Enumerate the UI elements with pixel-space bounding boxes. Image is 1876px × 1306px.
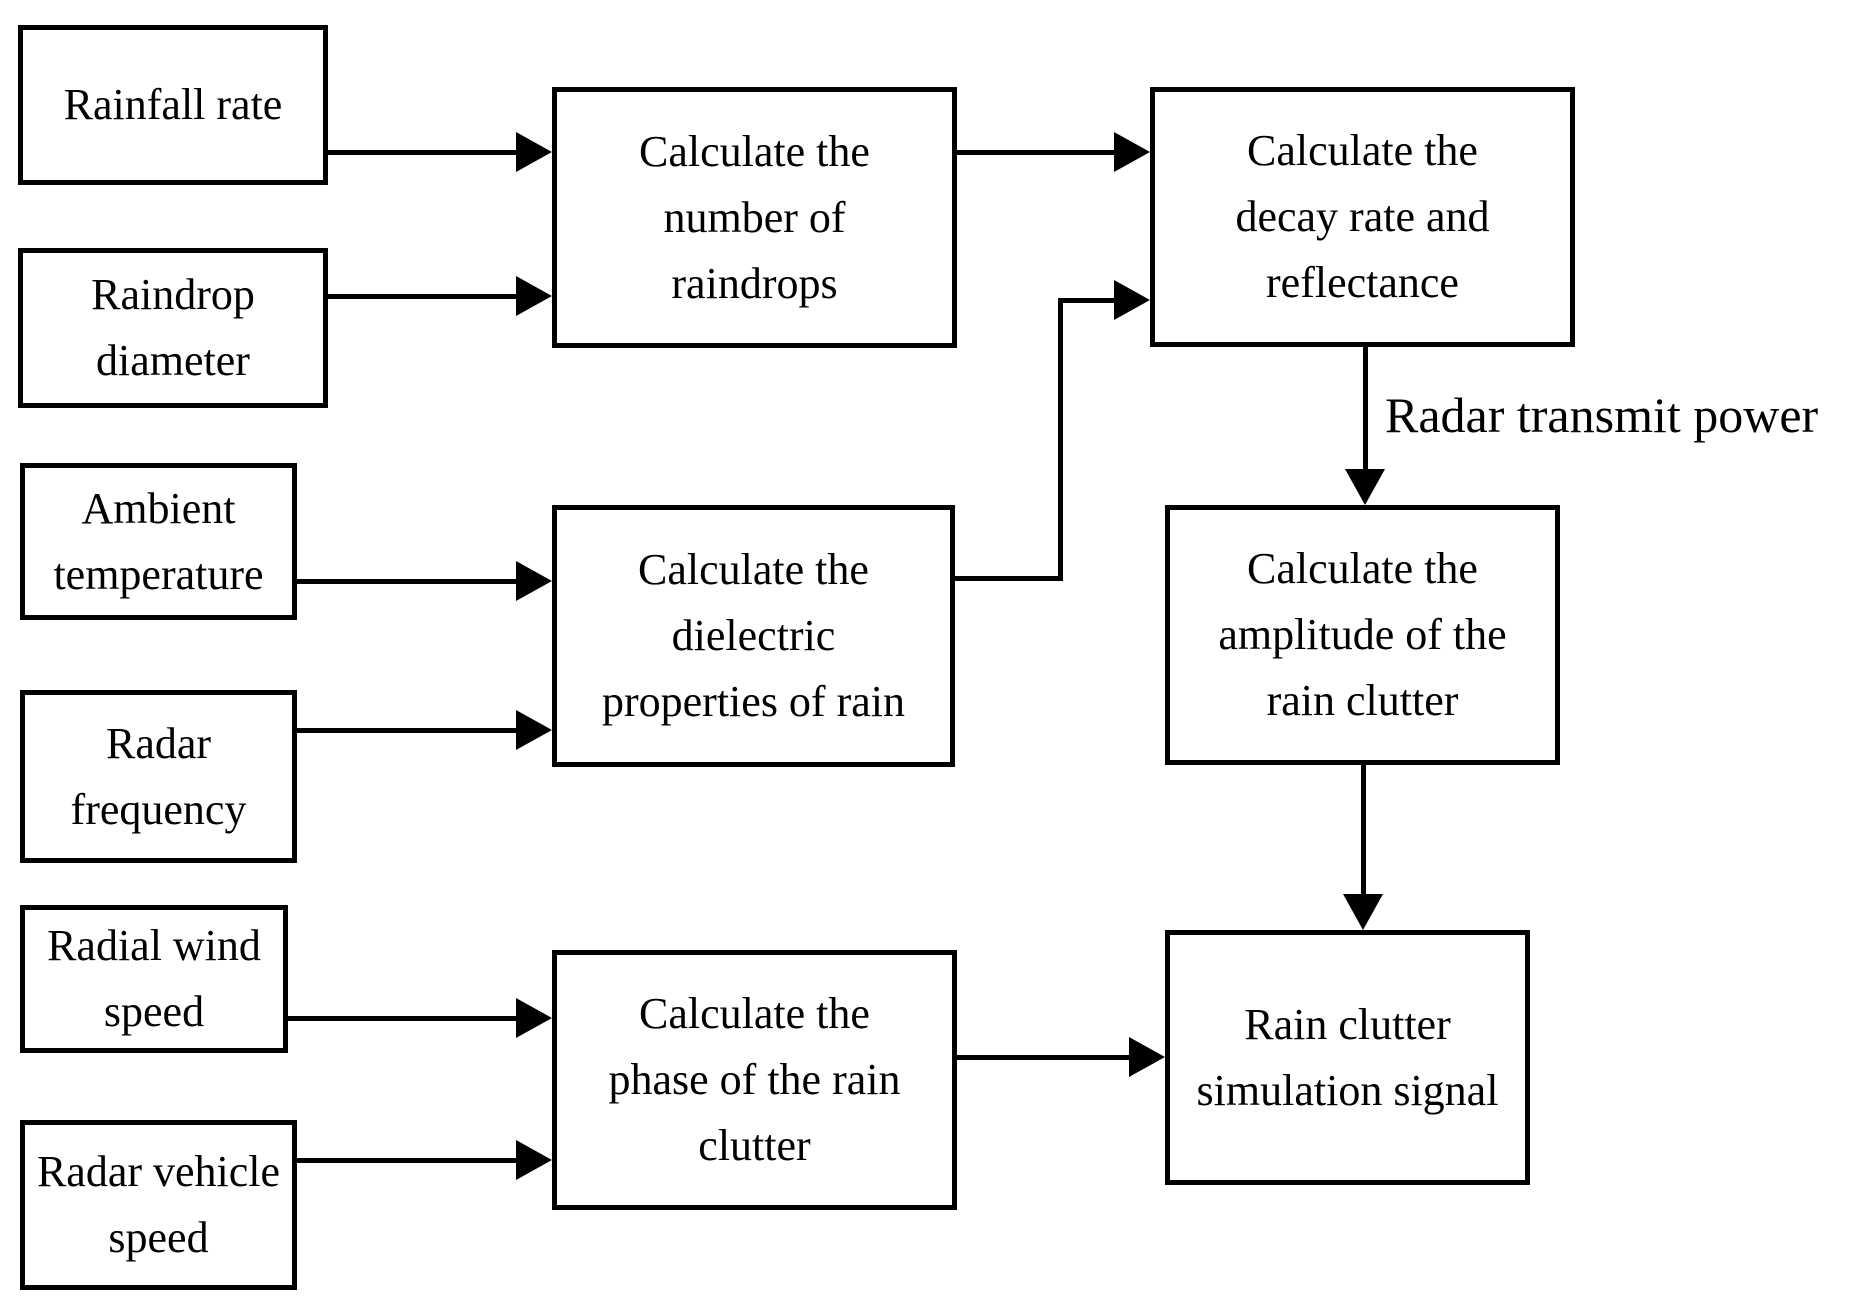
node-raindrop-diameter: Raindrop diameter [18, 248, 328, 408]
edge-label-radar-transmit-power: Radar transmit power [1385, 387, 1819, 443]
node-calc-phase-label: Calculate the phase of the rain clutter [608, 989, 901, 1170]
node-calc-dielectric: Calculate the dielectric properties of r… [552, 505, 955, 767]
node-calc-dielectric-label: Calculate the dielectric properties of r… [602, 545, 905, 726]
node-ambient-temperature: Ambient temperature [20, 463, 297, 620]
arrow-amplitude-to-signal-shaft [1361, 765, 1366, 898]
elbow-dielectric-to-decay-seg3 [1058, 298, 1116, 303]
elbow-dielectric-to-decay-head-icon [1114, 280, 1150, 320]
node-calc-number-raindrops: Calculate the number of raindrops [552, 87, 957, 348]
node-rain-clutter-signal-label: Rain clutter simulation signal [1196, 999, 1499, 1115]
node-calc-decay-reflectance: Calculate the decay rate and reflectance [1150, 87, 1575, 347]
node-radar-frequency: Radar frequency [20, 690, 297, 863]
arrow-amplitude-to-signal-head-icon [1343, 894, 1383, 930]
arrow-radarvehicle-to-phase-head-icon [516, 1140, 552, 1180]
node-calc-amplitude-label: Calculate the amplitude of the rain clut… [1218, 544, 1507, 725]
node-radar-vehicle-speed-label: Radar vehicle speed [36, 1147, 281, 1262]
arrow-radialwind-to-phase-shaft [288, 1016, 516, 1021]
node-radial-wind-speed: Radial wind speed [20, 905, 288, 1053]
arrow-ambient-to-dielectric-shaft [297, 579, 516, 584]
arrow-radarvehicle-to-phase-shaft [297, 1158, 516, 1163]
arrow-rainfall-to-number-head-icon [516, 132, 552, 172]
node-rain-clutter-signal: Rain clutter simulation signal [1165, 930, 1530, 1185]
elbow-dielectric-to-decay-seg2 [1058, 298, 1063, 581]
node-rainfall-rate-label: Rainfall rate [63, 80, 283, 129]
arrow-number-to-decay-head-icon [1114, 132, 1150, 172]
node-radar-frequency-label: Radar frequency [70, 718, 247, 834]
node-calc-phase: Calculate the phase of the rain clutter [552, 950, 957, 1210]
arrow-raindrop-to-number-head-icon [516, 276, 552, 316]
node-raindrop-diameter-label: Raindrop diameter [91, 270, 255, 385]
arrow-radialwind-to-phase-head-icon [516, 998, 552, 1038]
arrow-phase-to-signal-head-icon [1129, 1037, 1165, 1077]
node-calc-amplitude: Calculate the amplitude of the rain clut… [1165, 505, 1560, 765]
arrow-radarfreq-to-dielectric-shaft [297, 728, 516, 733]
node-calc-decay-reflectance-label: Calculate the decay rate and reflectance [1235, 126, 1490, 307]
arrow-rainfall-to-number-shaft [328, 150, 516, 155]
node-ambient-temperature-label: Ambient temperature [53, 483, 264, 599]
arrow-radarfreq-to-dielectric-head-icon [516, 710, 552, 750]
arrow-raindrop-to-number-shaft [328, 294, 516, 299]
node-calc-number-raindrops-label: Calculate the number of raindrops [639, 126, 870, 308]
arrow-phase-to-signal-shaft [957, 1055, 1129, 1060]
arrow-number-to-decay-shaft [957, 150, 1114, 155]
arrow-decay-to-amplitude-shaft [1363, 347, 1368, 473]
node-radar-vehicle-speed: Radar vehicle speed [20, 1120, 297, 1290]
node-rainfall-rate: Rainfall rate [18, 25, 328, 185]
arrow-ambient-to-dielectric-head-icon [516, 561, 552, 601]
node-radial-wind-speed-label: Radial wind speed [47, 921, 261, 1036]
arrow-decay-to-amplitude-head-icon [1345, 469, 1385, 505]
elbow-dielectric-to-decay-seg1 [955, 576, 1063, 581]
